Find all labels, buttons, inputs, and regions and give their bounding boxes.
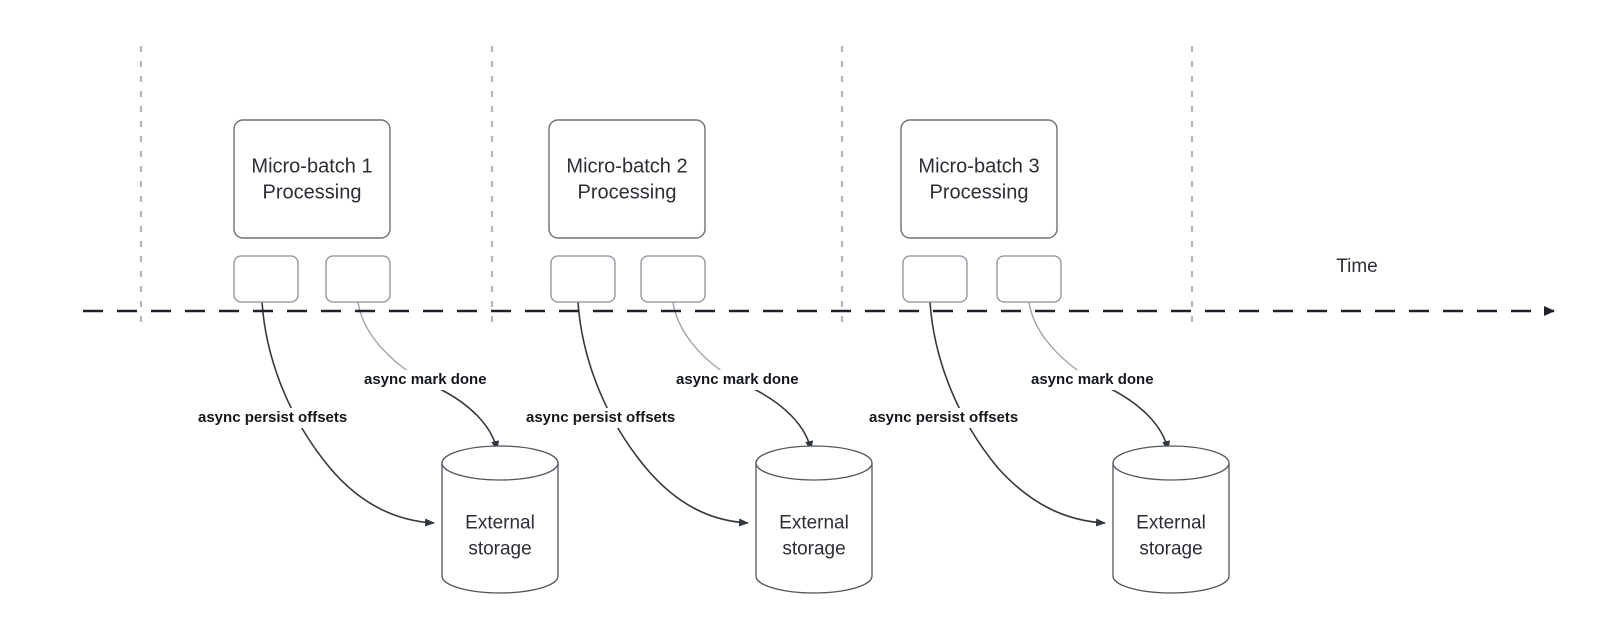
async-persist-offsets-edge xyxy=(929,301,1106,527)
micro-batch-label-line2: Processing xyxy=(263,181,362,203)
async-mark-done-edge-label: async mark done xyxy=(676,371,799,388)
external-storage-cylinder-body xyxy=(441,462,559,594)
micro-batch-label-line1: Micro-batch 2 xyxy=(566,155,687,177)
async-mark-done-edge xyxy=(1108,387,1171,451)
micro-batch-label-line1: Micro-batch 1 xyxy=(251,155,372,177)
async-persist-offsets-edge-label: async persist offsets xyxy=(198,409,347,426)
micro-batch-box xyxy=(233,119,391,239)
async-persist-offsets-edge-label: async persist offsets xyxy=(526,409,675,426)
async-persist-offsets-edge-label: async persist offsets xyxy=(869,409,1018,426)
async-persist-offsets-edge xyxy=(261,301,435,527)
async-mark-done-edge-label-backing xyxy=(672,370,805,390)
async-mark-done-edge-label-backing xyxy=(1027,370,1160,390)
external-storage-cylinder-top xyxy=(1112,445,1230,481)
external-storage-label-line1: External xyxy=(1136,513,1206,534)
time-axis-label: Time xyxy=(1336,256,1378,277)
async-mark-done-edge xyxy=(751,387,814,451)
offset-task-box xyxy=(550,255,616,303)
external-storage-cylinder-top xyxy=(441,445,559,481)
external-storage-label-line2: storage xyxy=(782,539,845,560)
mark-done-task-box xyxy=(325,255,391,303)
micro-batch-label-line1: Micro-batch 3 xyxy=(918,155,1039,177)
async-mark-done-edge-label: async mark done xyxy=(1031,371,1154,388)
mark-done-task-box xyxy=(996,255,1062,303)
external-storage-label-line1: External xyxy=(779,513,849,534)
micro-batch-label-line2: Processing xyxy=(930,181,1029,203)
micro-batch-label-line2: Processing xyxy=(578,181,677,203)
async-persist-offsets-edge xyxy=(577,301,749,527)
mark-done-task-box xyxy=(640,255,706,303)
external-storage-cylinder-top xyxy=(755,445,873,481)
edge-labels-group: async persist offsets async mark done asyn… xyxy=(194,370,1160,428)
external-storage-cylinder-body xyxy=(1112,462,1230,594)
tick-lines-group xyxy=(139,46,1194,326)
offset-task-box xyxy=(902,255,968,303)
timeline-axis-group: Time xyxy=(83,256,1555,316)
external-storage-label-line2: storage xyxy=(468,539,531,560)
micro-batch-box xyxy=(900,119,1058,239)
async-persist-offsets-edge-label-backing xyxy=(194,408,377,428)
async-mark-done-edge xyxy=(437,387,500,451)
async-mark-done-edge-label: async mark done xyxy=(364,371,487,388)
async-mark-done-edge-label-backing xyxy=(360,370,493,390)
external-storage-label-line2: storage xyxy=(1139,539,1202,560)
edges-group xyxy=(261,301,1171,527)
async-persist-offsets-edge-label-backing xyxy=(522,408,705,428)
external-storage-label-line1: External xyxy=(465,513,535,534)
async-persist-offsets-edge-label-backing xyxy=(865,408,1048,428)
async-mark-done-edge-lead xyxy=(1028,301,1084,375)
async-mark-done-edge-lead xyxy=(672,301,727,375)
micro-batch-box xyxy=(548,119,706,239)
offset-task-box xyxy=(233,255,299,303)
async-mark-done-edge-lead xyxy=(357,301,413,375)
external-storage-cylinder-body xyxy=(755,462,873,594)
